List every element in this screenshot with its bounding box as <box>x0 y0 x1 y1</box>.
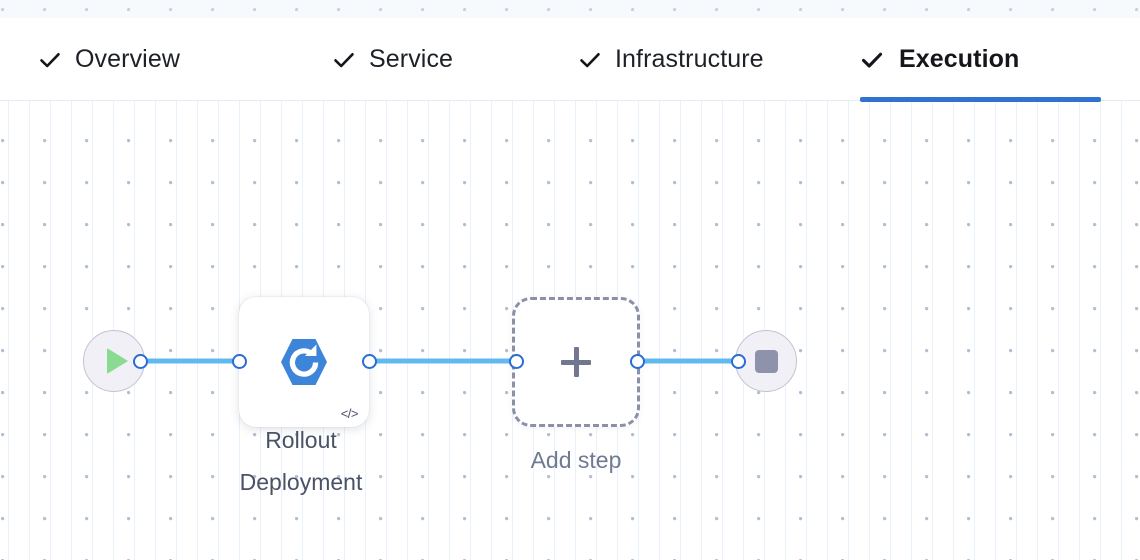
step-output-handle[interactable] <box>362 354 377 369</box>
add-step-output-handle[interactable] <box>630 354 645 369</box>
tab-overview[interactable]: Overview <box>38 18 180 101</box>
start-node-output-handle[interactable] <box>133 354 148 369</box>
step-node-label: Rollout Deployment <box>239 427 363 495</box>
tab-label: Overview <box>75 45 180 73</box>
add-step-label: Add step <box>530 447 622 473</box>
tab-label: Service <box>369 45 454 73</box>
check-icon <box>580 52 600 67</box>
stop-icon <box>754 349 778 373</box>
tab-label: Infrastructure <box>615 45 764 73</box>
tab-active-indicator <box>860 97 1101 102</box>
add-step-card[interactable] <box>512 297 640 427</box>
step-card[interactable]: </> <box>239 297 369 427</box>
add-step-input-handle[interactable] <box>509 354 524 369</box>
tab-label: Execution <box>899 45 1020 73</box>
plus-icon <box>561 347 591 377</box>
add-step-node[interactable] <box>512 297 640 427</box>
check-icon <box>861 52 883 68</box>
tab-execution[interactable]: Execution <box>860 18 1101 102</box>
pipeline-edges <box>138 358 742 364</box>
pipeline-flow-canvas[interactable]: </> Rollout Deployment Add step <box>0 101 1140 560</box>
canvas-top-strip <box>0 0 1140 18</box>
tab-infrastructure[interactable]: Infrastructure <box>578 18 764 101</box>
tab-service[interactable]: Service <box>332 18 453 101</box>
step-node-rollout-deployment[interactable]: </> <box>239 297 369 427</box>
check-icon <box>334 52 354 67</box>
step-input-handle[interactable] <box>232 354 247 369</box>
play-icon <box>107 348 128 374</box>
check-icon <box>40 52 60 67</box>
rollout-deployment-icon <box>281 339 327 385</box>
code-badge-icon[interactable]: </> <box>340 406 359 421</box>
wizard-tab-bar: Overview Service Infrastructure Executio… <box>0 18 1140 102</box>
end-node-input-handle[interactable] <box>731 354 746 369</box>
